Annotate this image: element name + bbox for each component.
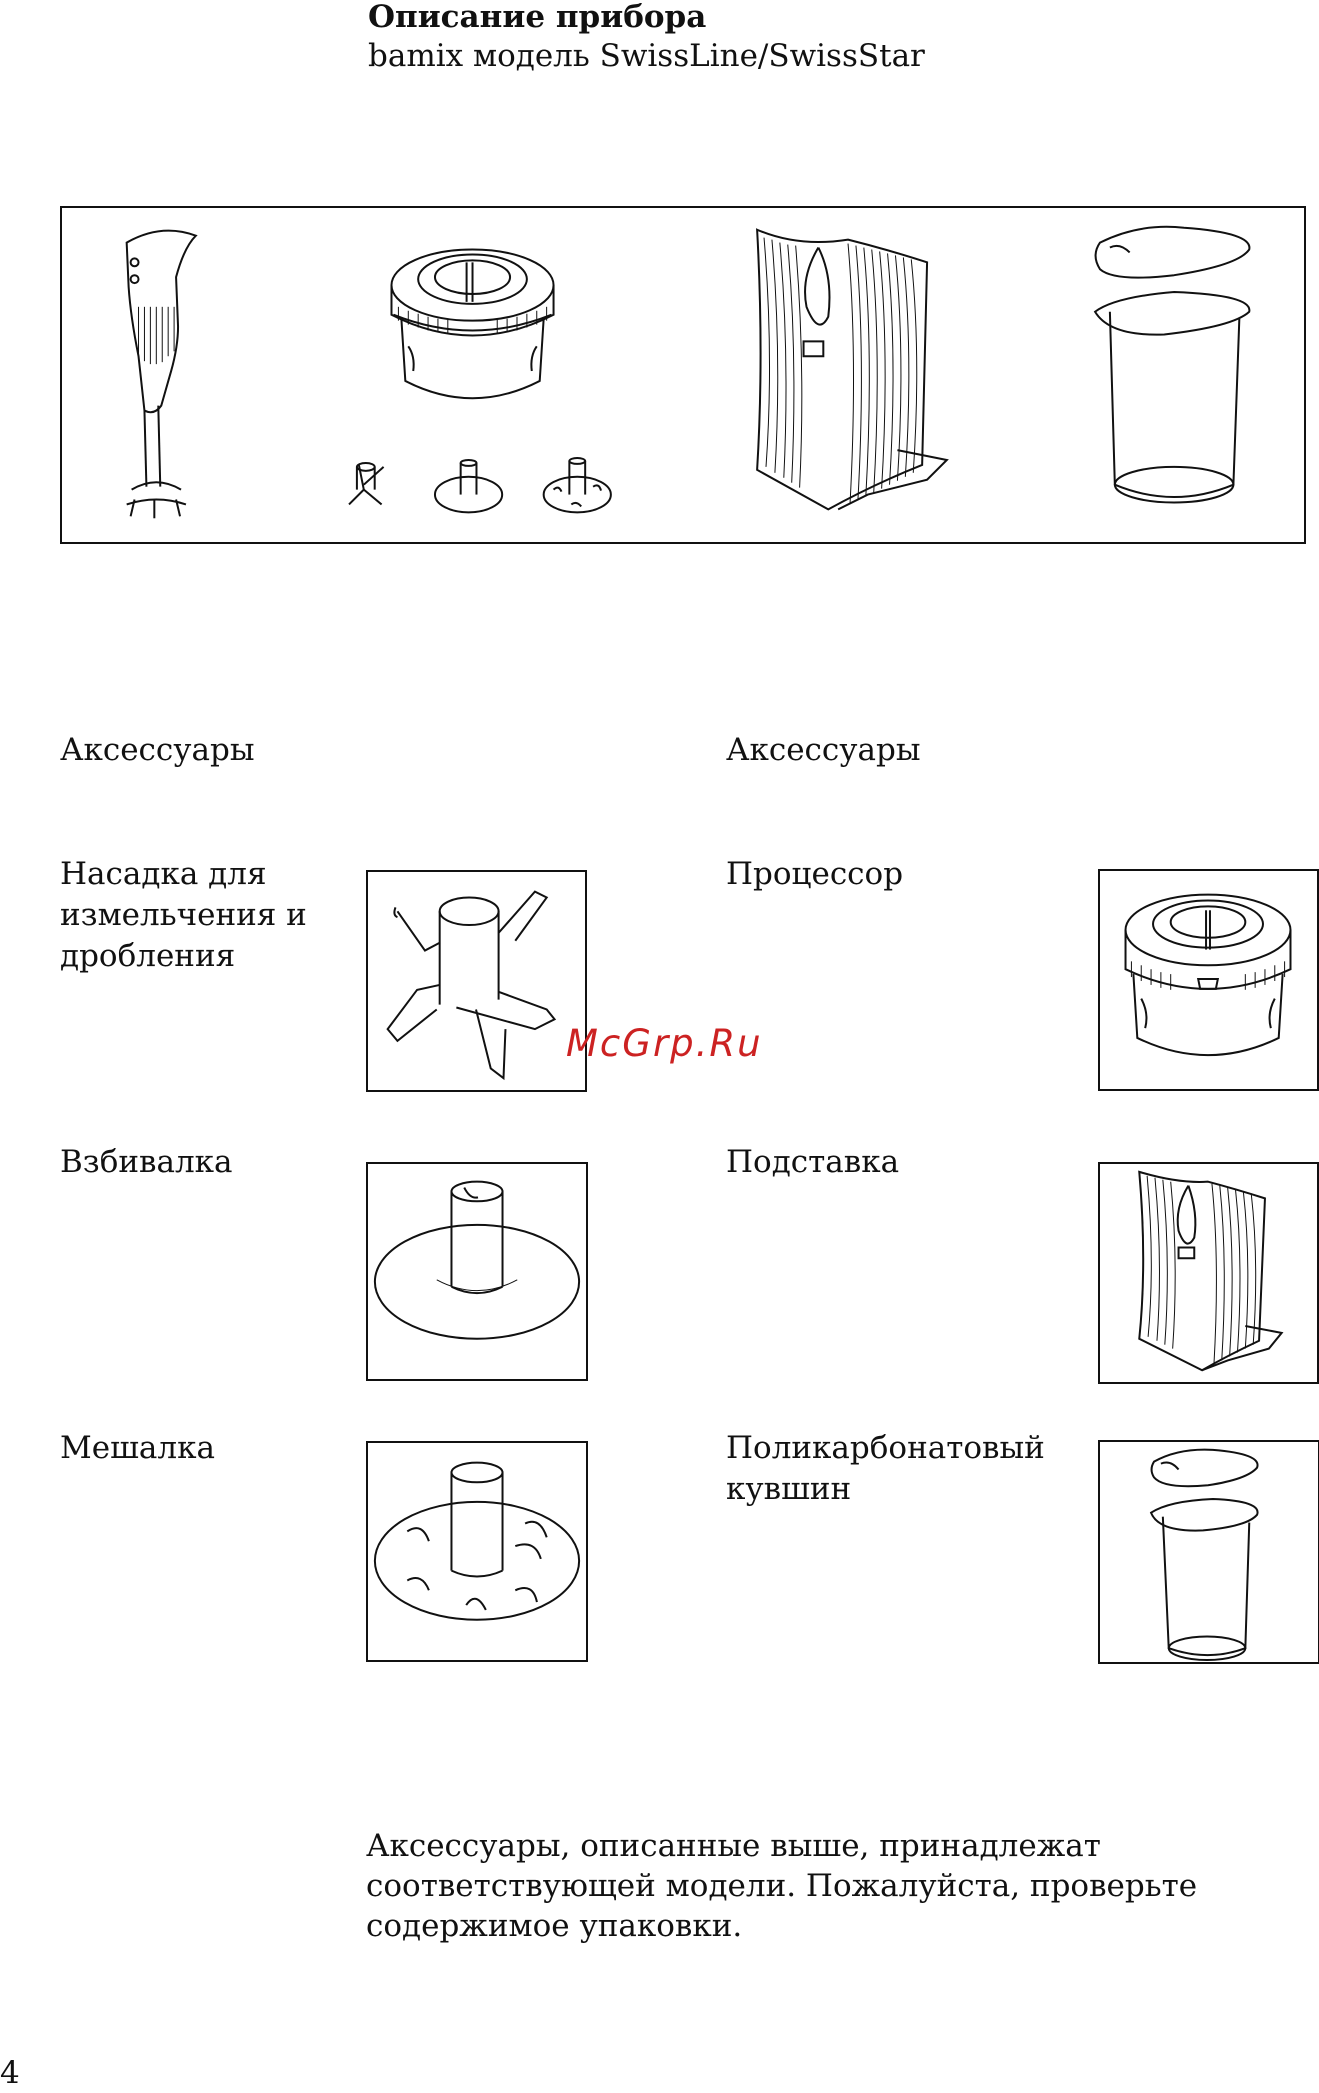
page-number: 4 bbox=[0, 2055, 20, 2091]
multi-blade-image bbox=[366, 870, 587, 1092]
label-line: Взбивалка bbox=[60, 1142, 233, 1183]
jug-label: Поликарбонатовый кувшин bbox=[726, 1428, 1045, 1510]
watermark: McGrp.Ru bbox=[566, 1022, 763, 1065]
multi-blade-icon bbox=[368, 872, 585, 1090]
processor-label: Процессор bbox=[726, 854, 903, 895]
label-line: Подставка bbox=[726, 1142, 899, 1183]
page-subtitle: bamix модель SwissLine/SwissStar bbox=[368, 38, 925, 74]
page-title: Описание прибора bbox=[368, 0, 706, 34]
overview-figure bbox=[60, 206, 1306, 544]
processor-image bbox=[1098, 869, 1319, 1091]
package-note: Аксессуары, описанные выше, принадлежат … bbox=[366, 1826, 1266, 1946]
label-line: Мешалка bbox=[60, 1428, 215, 1469]
whisk-label: Взбивалка bbox=[60, 1142, 233, 1183]
small-accessories-illustration bbox=[349, 458, 611, 512]
beater-image bbox=[366, 1441, 588, 1662]
stand-illustration bbox=[757, 230, 947, 510]
jug-image bbox=[1098, 1440, 1319, 1664]
stand-image bbox=[1098, 1162, 1319, 1384]
label-line: измельчения и bbox=[60, 895, 307, 936]
whisk-disc-icon bbox=[368, 1164, 586, 1379]
processor-icon bbox=[1100, 871, 1317, 1089]
stand-label: Подставка bbox=[726, 1142, 899, 1183]
right-column-heading: Аксессуары bbox=[726, 730, 921, 771]
jug-illustration bbox=[1095, 227, 1249, 503]
stand-icon bbox=[1100, 1164, 1317, 1382]
beater-label: Мешалка bbox=[60, 1428, 215, 1469]
left-column-heading: Аксессуары bbox=[60, 730, 255, 771]
note-line: соответствующей модели. Пожалуйста, пров… bbox=[366, 1866, 1266, 1906]
label-line: дробления bbox=[60, 936, 307, 977]
multi-blade-label: Насадка для измельчения и дробления bbox=[60, 854, 307, 977]
whisk-image bbox=[366, 1162, 588, 1381]
label-line: Насадка для bbox=[60, 854, 307, 895]
label-line: кувшин bbox=[726, 1469, 1045, 1510]
note-line: Аксессуары, описанные выше, принадлежат bbox=[366, 1826, 1266, 1866]
label-line: Процессор bbox=[726, 854, 903, 895]
note-line: содержимое упаковки. bbox=[366, 1906, 1266, 1946]
jug-icon bbox=[1100, 1442, 1318, 1662]
beater-disc-icon bbox=[368, 1443, 586, 1660]
processor-illustration bbox=[391, 250, 553, 399]
label-line: Поликарбонатовый bbox=[726, 1428, 1045, 1469]
hand-blender-illustration bbox=[127, 231, 196, 519]
